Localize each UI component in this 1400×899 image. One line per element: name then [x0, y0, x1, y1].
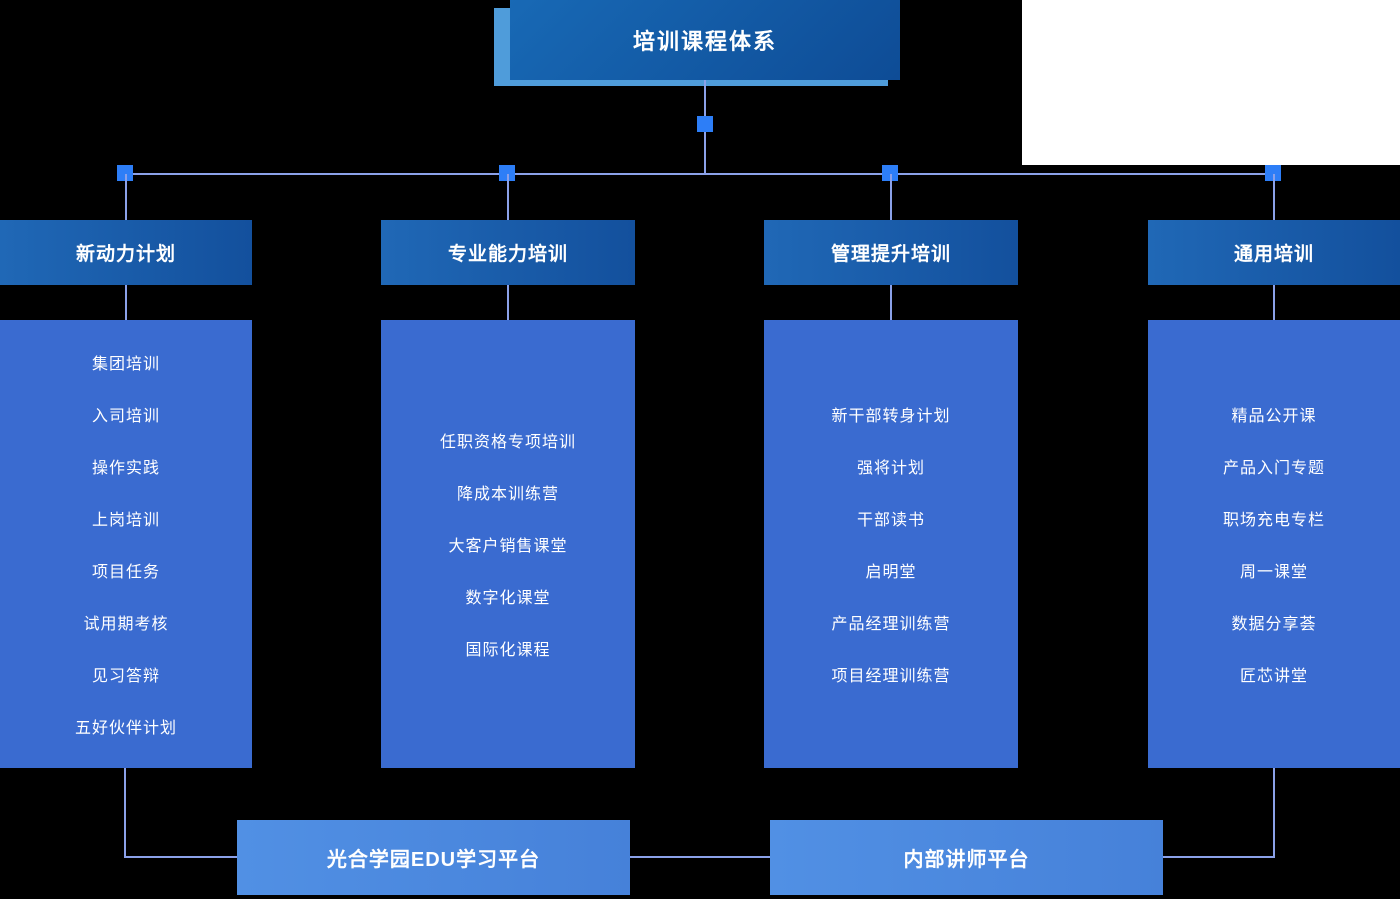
column-header: 新动力计划: [0, 220, 252, 285]
course-item: 国际化课程: [465, 642, 551, 659]
course-item: 入司培训: [91, 408, 160, 425]
platform-edu-learning: 光合学园EDU学习平台: [237, 820, 630, 895]
white-patch: [1022, 0, 1400, 165]
connector-rail-to-col3: [890, 174, 892, 220]
course-item: 试用期考核: [83, 616, 169, 633]
course-item: 强将计划: [856, 460, 925, 477]
course-item: 集团培训: [91, 356, 160, 373]
course-item: 匠芯讲堂: [1239, 668, 1308, 685]
connector-col4-to-platform: [1273, 768, 1275, 858]
connector-main-rail: [124, 173, 1275, 175]
course-item: 项目经理训练营: [831, 668, 951, 685]
column-header: 通用培训: [1148, 220, 1400, 285]
connector-header-to-body: [125, 285, 127, 320]
connector-node-col1: [117, 165, 133, 181]
course-item: 干部读书: [856, 512, 925, 529]
course-item: 操作实践: [91, 460, 160, 477]
course-item: 数据分享荟: [1231, 616, 1317, 633]
chart-title: 培训课程体系: [510, 0, 900, 80]
column-professional-skills-training: 专业能力培训 任职资格专项培训降成本训练营大客户销售课堂数字化课堂国际化课程: [381, 220, 635, 768]
connector-header-to-body: [890, 285, 892, 320]
course-item: 职场充电专栏: [1222, 512, 1325, 529]
course-item: 见习答辩: [91, 668, 160, 685]
connector-header-to-body: [1273, 285, 1275, 320]
column-body: 任职资格专项培训降成本训练营大客户销售课堂数字化课堂国际化课程: [381, 320, 635, 768]
connector-rail-to-col2: [507, 174, 509, 220]
connector-rail-to-col1: [125, 174, 127, 220]
column-body: 集团培训入司培训操作实践上岗培训项目任务试用期考核见习答辩五好伙伴计划: [0, 320, 252, 768]
connector-col1-to-platform: [124, 768, 126, 858]
column-general-training: 通用培训 精品公开课产品入门专题职场充电专栏周一课堂数据分享荟匠芯讲堂: [1148, 220, 1400, 768]
course-item: 产品经理训练营: [831, 616, 951, 633]
connector-to-platform2: [1163, 856, 1275, 858]
connector-node-title: [697, 116, 713, 132]
course-item: 周一课堂: [1239, 564, 1308, 581]
course-item: 启明堂: [865, 564, 917, 581]
column-header-label: 新动力计划: [75, 244, 176, 265]
course-item: 降成本训练营: [456, 486, 559, 503]
connector-to-platform1: [124, 856, 237, 858]
course-item: 产品入门专题: [1222, 460, 1325, 477]
course-item: 大客户销售课堂: [448, 538, 568, 555]
connector-platform1-to-platform2: [630, 856, 770, 858]
connector-header-to-body: [507, 285, 509, 320]
column-header-label: 通用培训: [1233, 244, 1314, 265]
connector-node-col3: [882, 165, 898, 181]
connector-node-col4: [1265, 165, 1281, 181]
course-item: 项目任务: [91, 564, 160, 581]
column-header-label: 管理提升培训: [830, 244, 951, 265]
column-new-momentum-plan: 新动力计划 集团培训入司培训操作实践上岗培训项目任务试用期考核见习答辩五好伙伴计…: [0, 220, 252, 768]
column-body: 新干部转身计划强将计划干部读书启明堂产品经理训练营项目经理训练营: [764, 320, 1018, 768]
column-header: 专业能力培训: [381, 220, 635, 285]
column-header-label: 专业能力培训: [447, 244, 568, 265]
course-item: 五好伙伴计划: [74, 720, 177, 737]
course-item: 精品公开课: [1231, 408, 1317, 425]
platform-label: 内部讲师平台: [903, 849, 1030, 871]
platform-label: 光合学园EDU学习平台: [326, 849, 541, 871]
course-item: 任职资格专项培训: [439, 434, 576, 451]
platform-internal-lecturer: 内部讲师平台: [770, 820, 1163, 895]
course-item: 数字化课堂: [465, 590, 551, 607]
course-item: 上岗培训: [91, 512, 160, 529]
connector-node-col2: [499, 165, 515, 181]
chart-title-text: 培训课程体系: [632, 29, 777, 54]
course-item: 新干部转身计划: [831, 408, 951, 425]
column-body: 精品公开课产品入门专题职场充电专栏周一课堂数据分享荟匠芯讲堂: [1148, 320, 1400, 768]
column-management-improvement-training: 管理提升培训 新干部转身计划强将计划干部读书启明堂产品经理训练营项目经理训练营: [764, 220, 1018, 768]
connector-rail-to-col4: [1273, 174, 1275, 220]
column-header: 管理提升培训: [764, 220, 1018, 285]
